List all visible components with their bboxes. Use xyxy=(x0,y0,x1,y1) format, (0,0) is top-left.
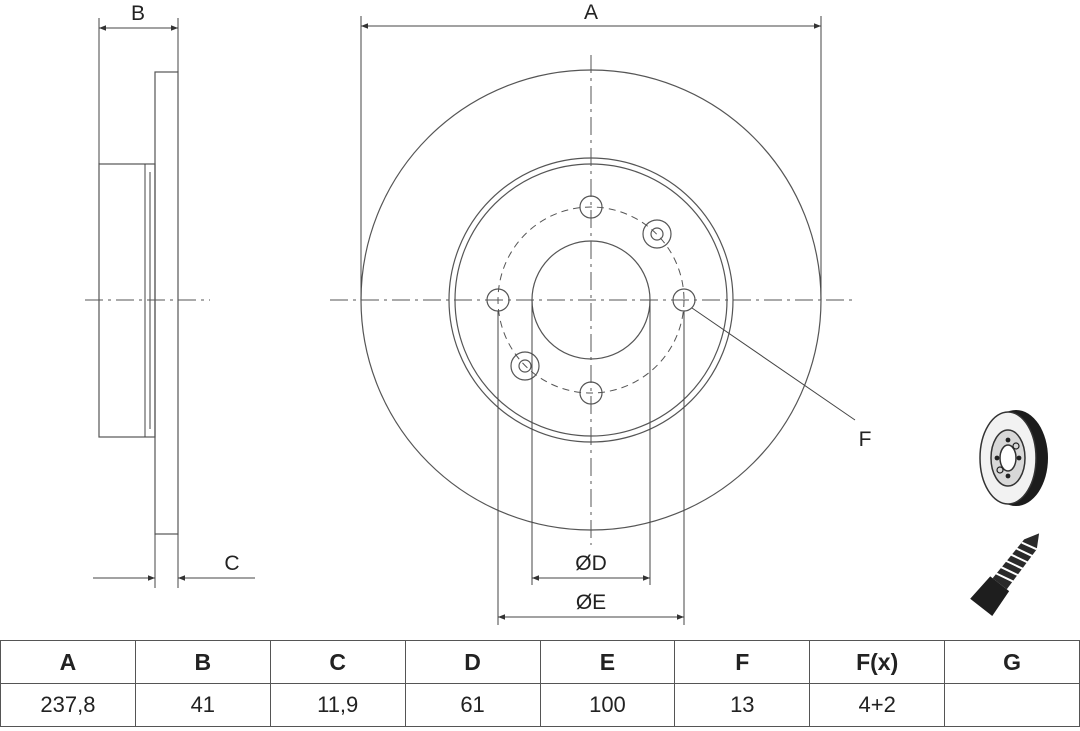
value-e: 100 xyxy=(539,683,676,727)
side-view: B C xyxy=(85,2,255,588)
header-b: B xyxy=(134,640,271,684)
header-g: G xyxy=(944,640,1080,684)
header-d: D xyxy=(404,640,541,684)
value-fx: 4+2 xyxy=(809,683,946,727)
front-view: A ØD ØE F xyxy=(330,1,871,625)
dimension-e-label: ØE xyxy=(576,591,606,614)
value-a: 237,8 xyxy=(0,683,136,727)
brake-disc-icon xyxy=(979,410,1048,506)
screw-icon xyxy=(970,533,1040,617)
header-e: E xyxy=(539,640,676,684)
dimension-b-label: B xyxy=(131,2,145,25)
spec-table-value-row: 237,8 41 11,9 61 100 13 4+2 xyxy=(0,683,1080,727)
value-f: 13 xyxy=(674,683,811,727)
dimension-c-label: C xyxy=(224,552,239,575)
dimension-f-label: F xyxy=(859,428,872,451)
header-f: F xyxy=(674,640,811,684)
value-b: 41 xyxy=(134,683,271,727)
header-a: A xyxy=(0,640,136,684)
value-d: 61 xyxy=(404,683,541,727)
value-c: 11,9 xyxy=(269,683,406,727)
brake-disc-drawing: B C A ØD Ø xyxy=(85,1,1048,625)
spec-table-header-row: A B C D E F F(x) G xyxy=(0,640,1080,684)
value-g xyxy=(944,683,1080,727)
dimension-a-label: A xyxy=(584,1,598,24)
header-fx: F(x) xyxy=(809,640,946,684)
spec-table: A B C D E F F(x) G 237,8 41 11,9 61 100 … xyxy=(0,640,1080,727)
dimension-d-label: ØD xyxy=(575,552,607,575)
header-c: C xyxy=(269,640,406,684)
